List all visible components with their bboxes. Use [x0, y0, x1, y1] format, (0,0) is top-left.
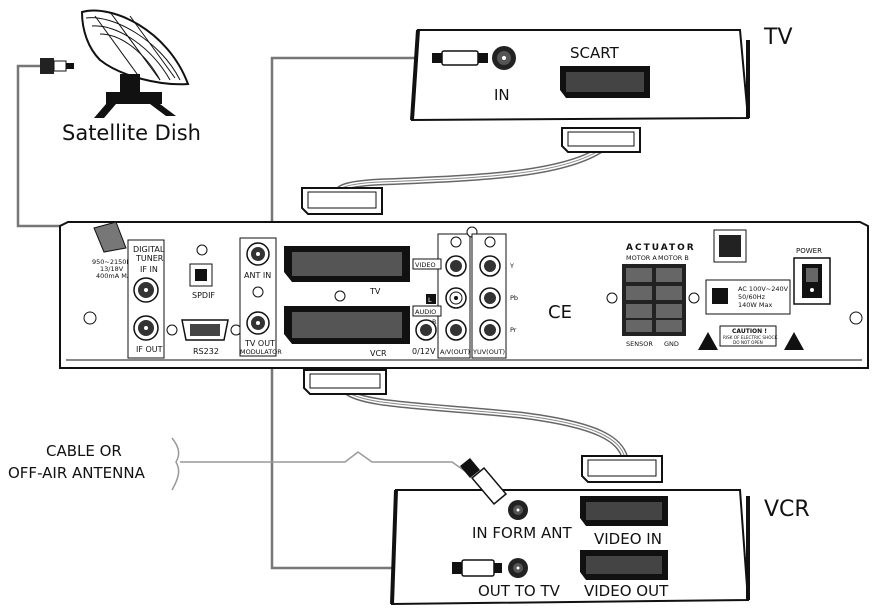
- svg-text:VIDEO: VIDEO: [415, 261, 436, 269]
- vcr-scart-plug-bottom: [581, 455, 663, 483]
- vcr-video-in-label: VIDEO IN: [594, 530, 662, 548]
- svg-text:MOTOR A: MOTOR A: [626, 254, 657, 262]
- antenna-label-line2: OFF-AIR ANTENNA: [8, 464, 146, 482]
- if-out-connector: [133, 315, 159, 341]
- ce-mark: CE: [548, 302, 572, 323]
- receiver-scart-tv: [284, 246, 410, 282]
- spdif-port: [189, 263, 213, 287]
- tv-panel: IN SCART: [410, 29, 750, 122]
- svg-text:IF OUT: IF OUT: [136, 345, 163, 354]
- audio-r-rca: [445, 319, 467, 341]
- svg-text:IF IN: IF IN: [140, 265, 158, 274]
- vcr-scart-cable: [342, 387, 629, 460]
- svg-text:13/18V: 13/18V: [100, 265, 124, 273]
- vcr-video-out-socket: [580, 550, 668, 580]
- y-rca: [479, 255, 501, 277]
- svg-text:TV OUT: TV OUT: [244, 339, 275, 348]
- svg-text:400mA MAX: 400mA MAX: [96, 272, 136, 280]
- tv-label: TV: [763, 25, 793, 50]
- svg-text:50/60Hz: 50/60Hz: [738, 293, 766, 301]
- vcr-scart-plug-top: [303, 369, 387, 395]
- receiver-scart-vcr: [284, 306, 410, 344]
- if-in-connector: [133, 277, 159, 303]
- caution-label: CAUTION ! RISK OF ELECTRIC SHOCK DO NOT …: [719, 325, 777, 347]
- svg-text:RISK OF ELECTRIC SHOCK: RISK OF ELECTRIC SHOCK: [723, 335, 777, 340]
- vcr-panel: IN FORM ANT OUT TO TV VIDEO IN VIDEO OUT: [390, 458, 750, 606]
- svg-text:ACTUATOR: ACTUATOR: [626, 243, 696, 253]
- svg-text:VCR: VCR: [370, 349, 387, 358]
- antenna-cable: [180, 451, 473, 477]
- video-out-rca: [445, 255, 467, 277]
- tv-scart-plug-bottom: [301, 187, 383, 215]
- vcr-video-in-socket: [580, 496, 668, 526]
- tv-in-jack: [432, 46, 516, 70]
- svg-text:ANT IN: ANT IN: [244, 271, 271, 280]
- svg-text:Y: Y: [509, 262, 514, 270]
- svg-text:0/12V: 0/12V: [412, 347, 436, 356]
- satellite-dish-label: Satellite Dish: [62, 121, 201, 145]
- svg-text:A/V(OUT): A/V(OUT): [440, 348, 470, 356]
- svg-text:POWER: POWER: [796, 247, 822, 255]
- ac-rating-box: AC 100V~240V 50/60Hz 140W Max: [705, 279, 791, 315]
- tv-scart-label: SCART: [570, 44, 620, 62]
- svg-text:Pb: Pb: [510, 294, 518, 302]
- tv-in-label: IN: [494, 86, 510, 104]
- vcr-in-from-ant-label: IN FORM ANT: [472, 524, 572, 542]
- pr-rca: [479, 319, 501, 341]
- vcr-out-to-tv-jack: [452, 558, 528, 578]
- actuator-terminal-block: [622, 264, 686, 336]
- antenna-plug: [460, 458, 508, 506]
- svg-text:SPDIF: SPDIF: [192, 291, 215, 300]
- tv-scart-socket: [560, 66, 650, 98]
- receiver-back-panel: 950~2150MHz 13/18V 400mA MAX DIGITAL TUN…: [59, 221, 869, 369]
- vcr-video-out-label: VIDEO OUT: [584, 582, 669, 600]
- svg-text:CAUTION !: CAUTION !: [732, 328, 767, 335]
- svg-text:DO NOT OPEN: DO NOT OPEN: [733, 340, 763, 345]
- satellite-dish: [80, 9, 190, 118]
- power-switch: [793, 257, 831, 305]
- rs232-port: [166, 319, 242, 341]
- svg-text:TV: TV: [369, 287, 381, 296]
- pb-rca: [479, 287, 501, 309]
- svg-text:TUNER: TUNER: [135, 254, 164, 263]
- lnb-connector: [40, 58, 74, 74]
- svg-text:L: L: [428, 296, 432, 304]
- lnb-input-connector: [93, 221, 127, 253]
- svg-text:950~2150MHz: 950~2150MHz: [92, 258, 141, 266]
- svg-text:AUDIO: AUDIO: [415, 308, 436, 316]
- svg-text:140W Max: 140W Max: [738, 301, 772, 309]
- svg-text:DIGITAL: DIGITAL: [133, 245, 165, 254]
- svg-text:SENSOR: SENSOR: [626, 340, 653, 348]
- svg-text:MOTOR B: MOTOR B: [658, 254, 689, 262]
- svg-text:GND: GND: [664, 340, 679, 348]
- ant-in-connector: [246, 242, 270, 266]
- tv-out-connector: [246, 311, 270, 335]
- vcr-out-to-tv-label: OUT TO TV: [478, 582, 561, 600]
- 12v-out-jack: [415, 319, 437, 341]
- vcr-ant-in-jack: [508, 500, 528, 520]
- svg-text:MODULATOR: MODULATOR: [240, 348, 282, 356]
- vcr-label: VCR: [764, 497, 810, 522]
- audio-l-rca: [445, 287, 467, 309]
- svg-text:RS232: RS232: [193, 347, 219, 356]
- dish-reflector: [80, 9, 190, 86]
- svg-text:R: R: [432, 318, 437, 326]
- tv-scart-plug-top: [561, 127, 641, 153]
- svg-text:AC 100V~240V: AC 100V~240V: [738, 285, 789, 293]
- svg-text:YUV(OUT): YUV(OUT): [472, 348, 505, 356]
- antenna-label-line1: CABLE OR: [46, 442, 122, 460]
- svg-text:Pr: Pr: [510, 326, 517, 334]
- lnb-cable: [16, 64, 100, 228]
